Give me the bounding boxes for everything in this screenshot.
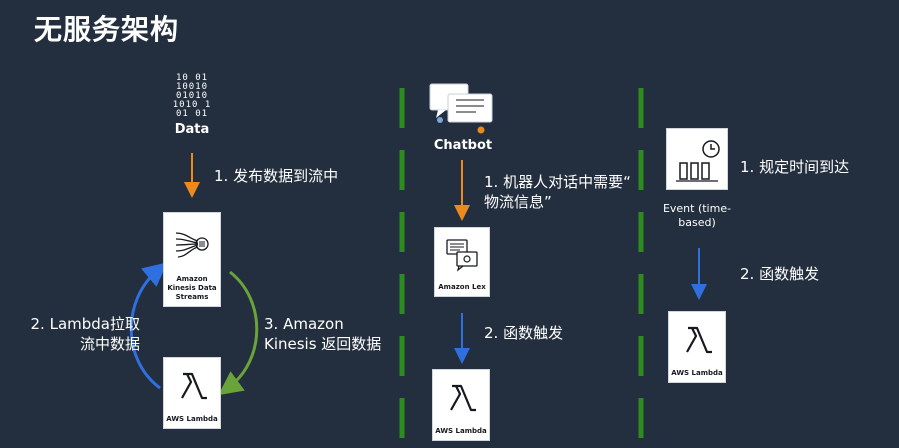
lambda-icon [450,384,476,412]
step-chatbot-request-line2: 物流信息” [484,193,552,211]
lambda-label-2: AWS Lambda [435,427,487,435]
step-kinesis-return-line2: Kinesis 返回数据 [264,335,382,353]
kinesis-data-streams-box[interactable]: Amazon Kinesis Data Streams [163,212,221,307]
lambda-label-1: AWS Lambda [166,415,218,423]
step-publish-label: 1. 发布数据到流中 [214,167,339,185]
aws-lambda-box-1[interactable]: AWS Lambda [163,357,221,429]
kinesis-icon [175,232,209,258]
step-kinesis-return-line1: 3. Amazon [264,315,344,333]
step-function-trigger-label-2: 2. 函数触发 [484,324,564,342]
lambda-icon [181,372,207,400]
kinesis-label: Amazon Kinesis Data Streams [167,275,217,301]
step-lambda-pull-line2: 流中数据 [79,335,140,353]
event-caption-line2: based) [678,216,716,229]
step-lambda-pull-line1: 2. Lambda拉取 [30,315,140,333]
page-title: 无服务架构 [34,13,180,46]
lambda-icon [686,326,712,354]
lambda-label-3: AWS Lambda [671,369,723,377]
arrow-kinesis-return [218,270,259,396]
lex-label: Amazon Lex [438,283,486,291]
event-caption-line1: Event (time- [662,202,732,215]
arrow-lambda-pull [129,262,168,390]
aws-lambda-box-3[interactable]: AWS Lambda [668,311,726,383]
event-caption: Event (time- based) [652,202,742,230]
step-time-arrives-label: 1. 规定时间到达 [740,158,850,176]
chatbot-caption: Chatbot [433,138,493,153]
amazon-lex-box[interactable]: Amazon Lex [434,227,490,297]
step-lambda-pull-label: 2. Lambda拉取 流中数据 [8,314,140,354]
step-chatbot-request-line1: 1. 机器人对话中需要“ [484,173,631,191]
data-digits: 10 01 10010 01010 1010 1 01 01 [172,73,212,119]
event-schedule-box[interactable] [666,128,728,190]
chatbot-icon [429,83,493,134]
step-chatbot-request-label: 1. 机器人对话中需要“ 物流信息” [484,172,631,212]
calendar-chart-icon [676,140,720,182]
data-caption: Data [174,122,210,137]
step-function-trigger-label-3: 2. 函数触发 [740,265,820,283]
lex-icon [446,239,478,272]
aws-lambda-box-2[interactable]: AWS Lambda [432,369,490,441]
step-kinesis-return-label: 3. Amazon Kinesis 返回数据 [264,314,381,354]
data-icon: 10 01 10010 01010 1010 1 01 01 [162,74,222,119]
